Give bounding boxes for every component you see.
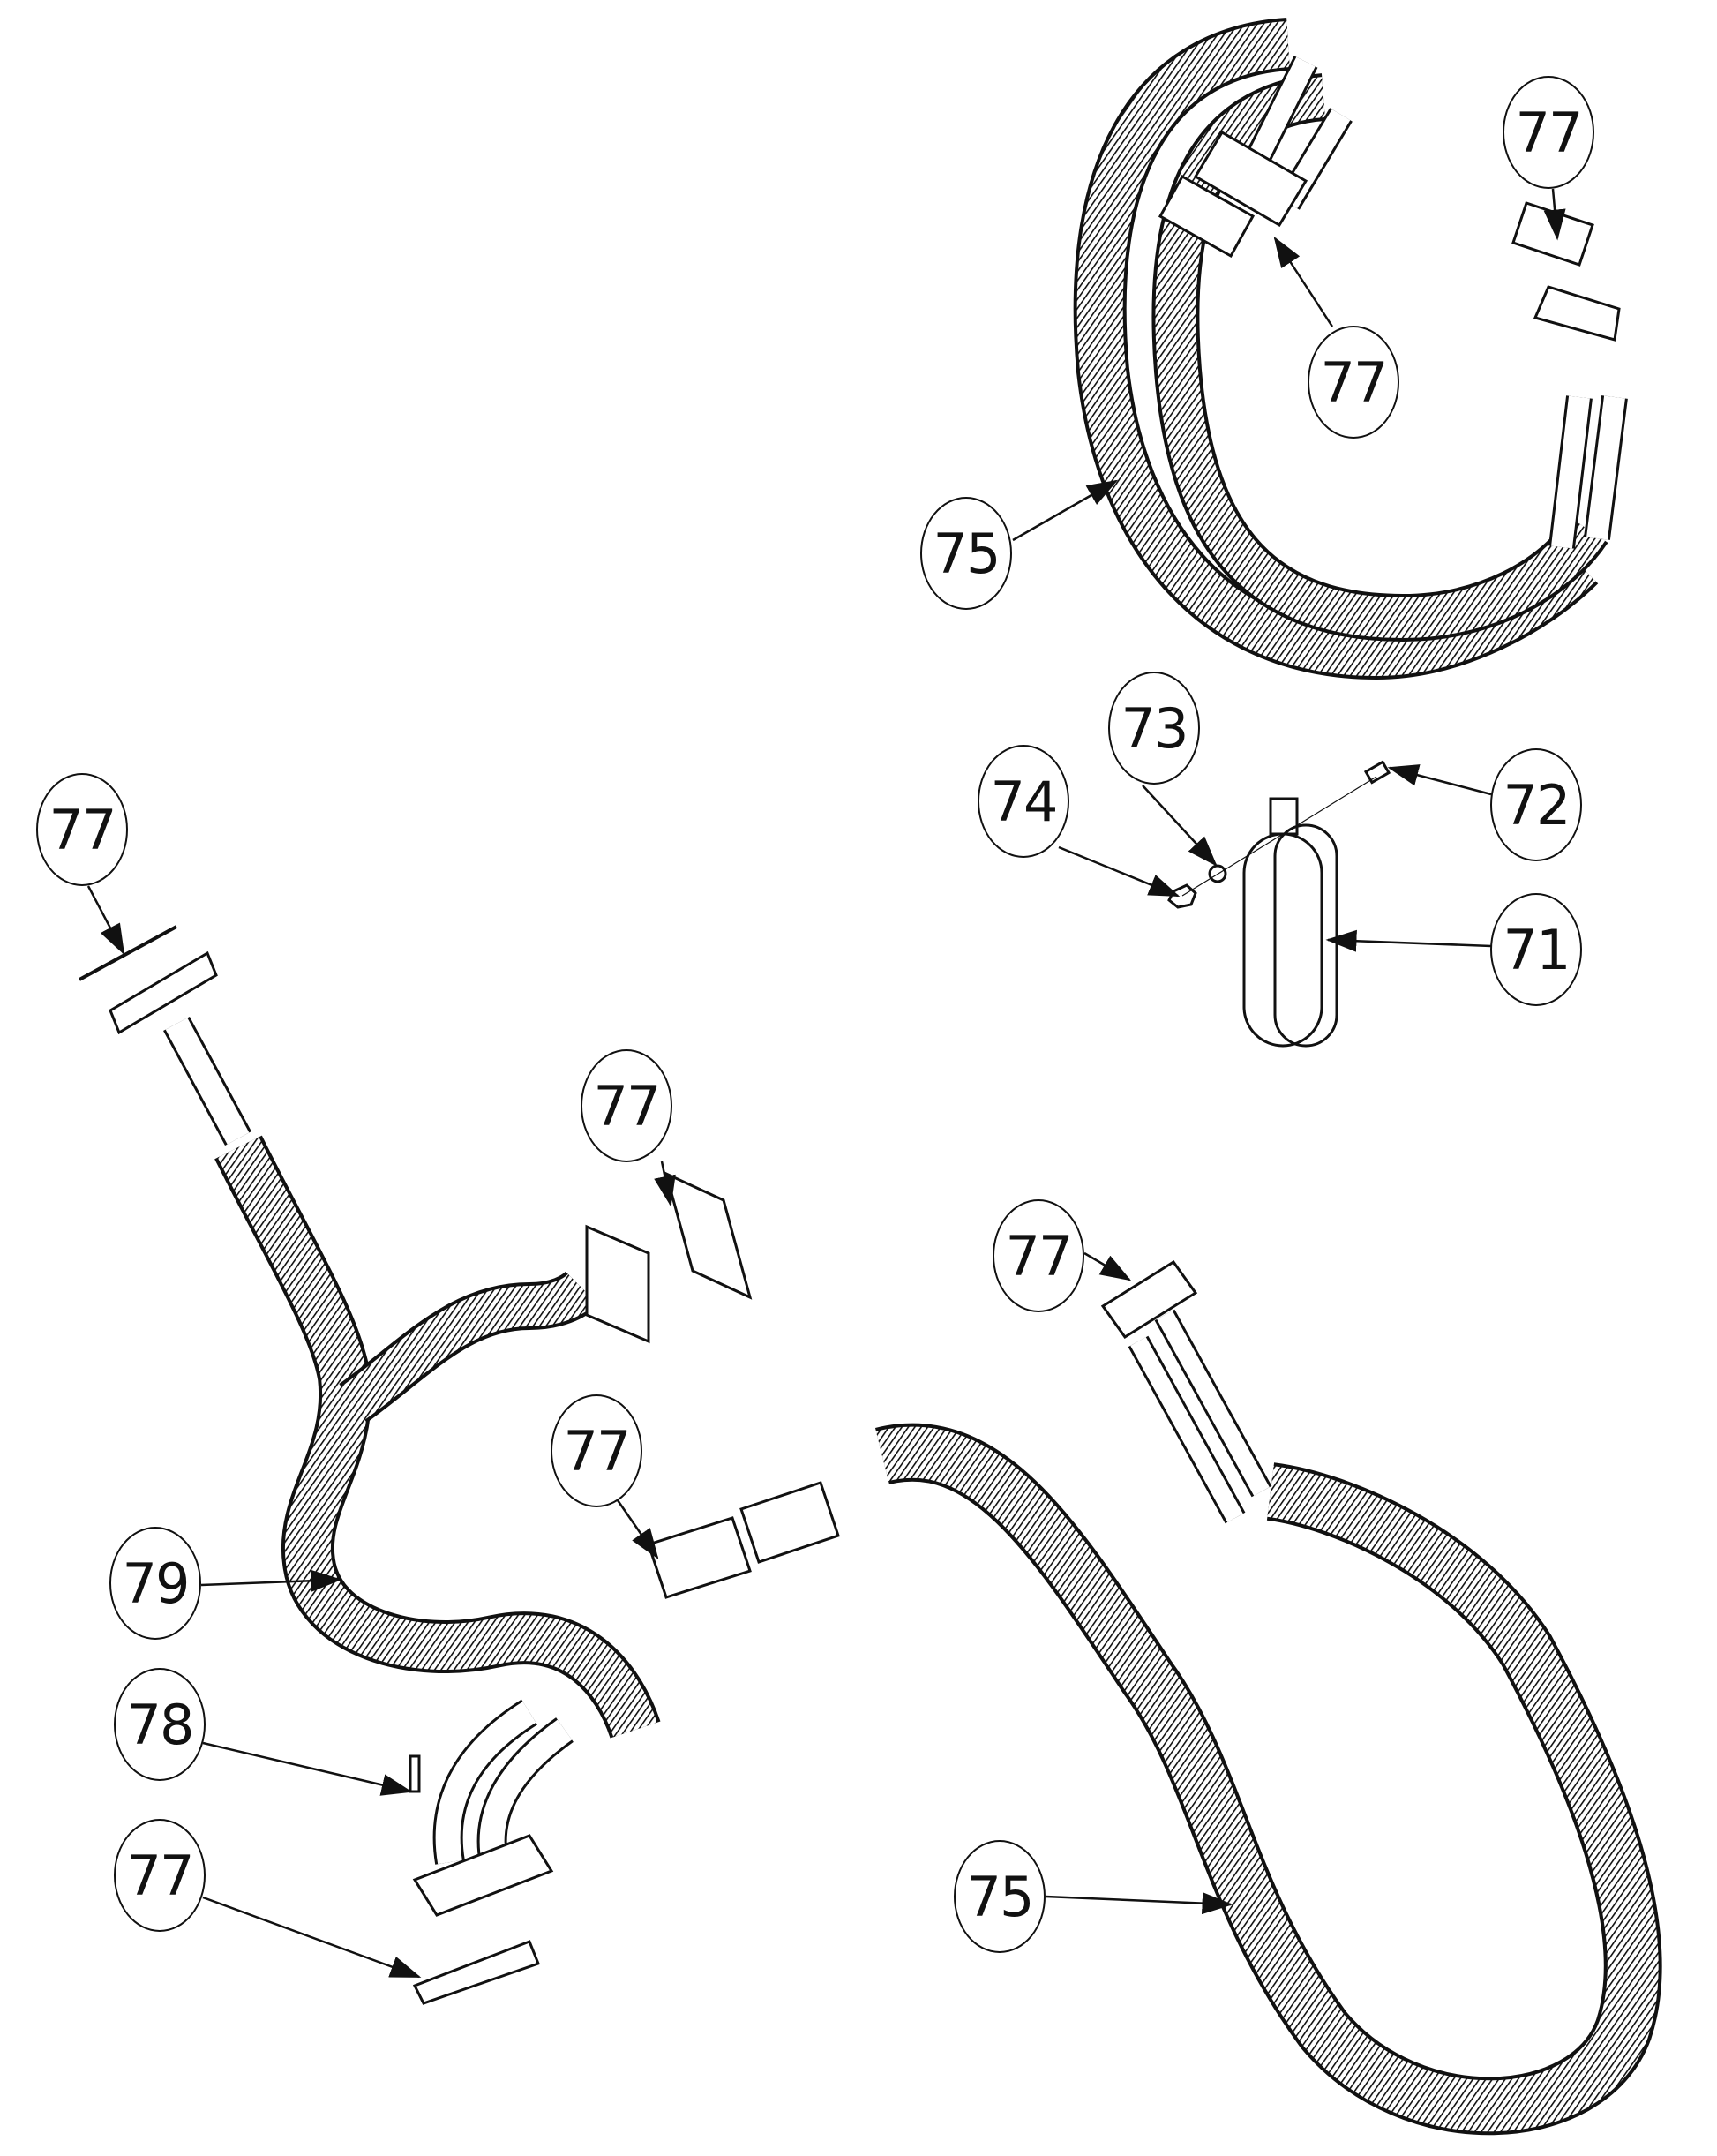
callout-77-upper-flange: 77 — [1308, 326, 1399, 439]
clamp-assembly — [1167, 760, 1391, 1048]
lower-hose-assembly — [875, 1309, 1662, 2136]
callout-77-bottom-left: 77 — [114, 1819, 206, 1932]
callout-71: 71 — [1490, 893, 1582, 1006]
callout-77-right: 77 — [993, 1199, 1084, 1312]
callout-77-middle: 77 — [581, 1049, 672, 1162]
callout-74: 74 — [978, 745, 1069, 858]
callout-77-center: 77 — [551, 1394, 642, 1507]
leader-lines — [86, 188, 1566, 1979]
left-flanges-gaskets — [79, 925, 840, 2005]
callout-79: 79 — [109, 1527, 201, 1640]
left-hose-assembly — [163, 1016, 661, 1866]
callout-75-upper: 75 — [920, 497, 1012, 610]
callout-72: 72 — [1490, 748, 1582, 861]
lower-right-flange — [1100, 1259, 1198, 1340]
callout-77-upper-right: 77 — [1503, 76, 1594, 189]
callout-73: 73 — [1108, 672, 1200, 785]
callout-77-left: 77 — [36, 773, 128, 886]
callout-75-lower: 75 — [954, 1840, 1046, 1953]
callout-78: 78 — [114, 1668, 206, 1781]
